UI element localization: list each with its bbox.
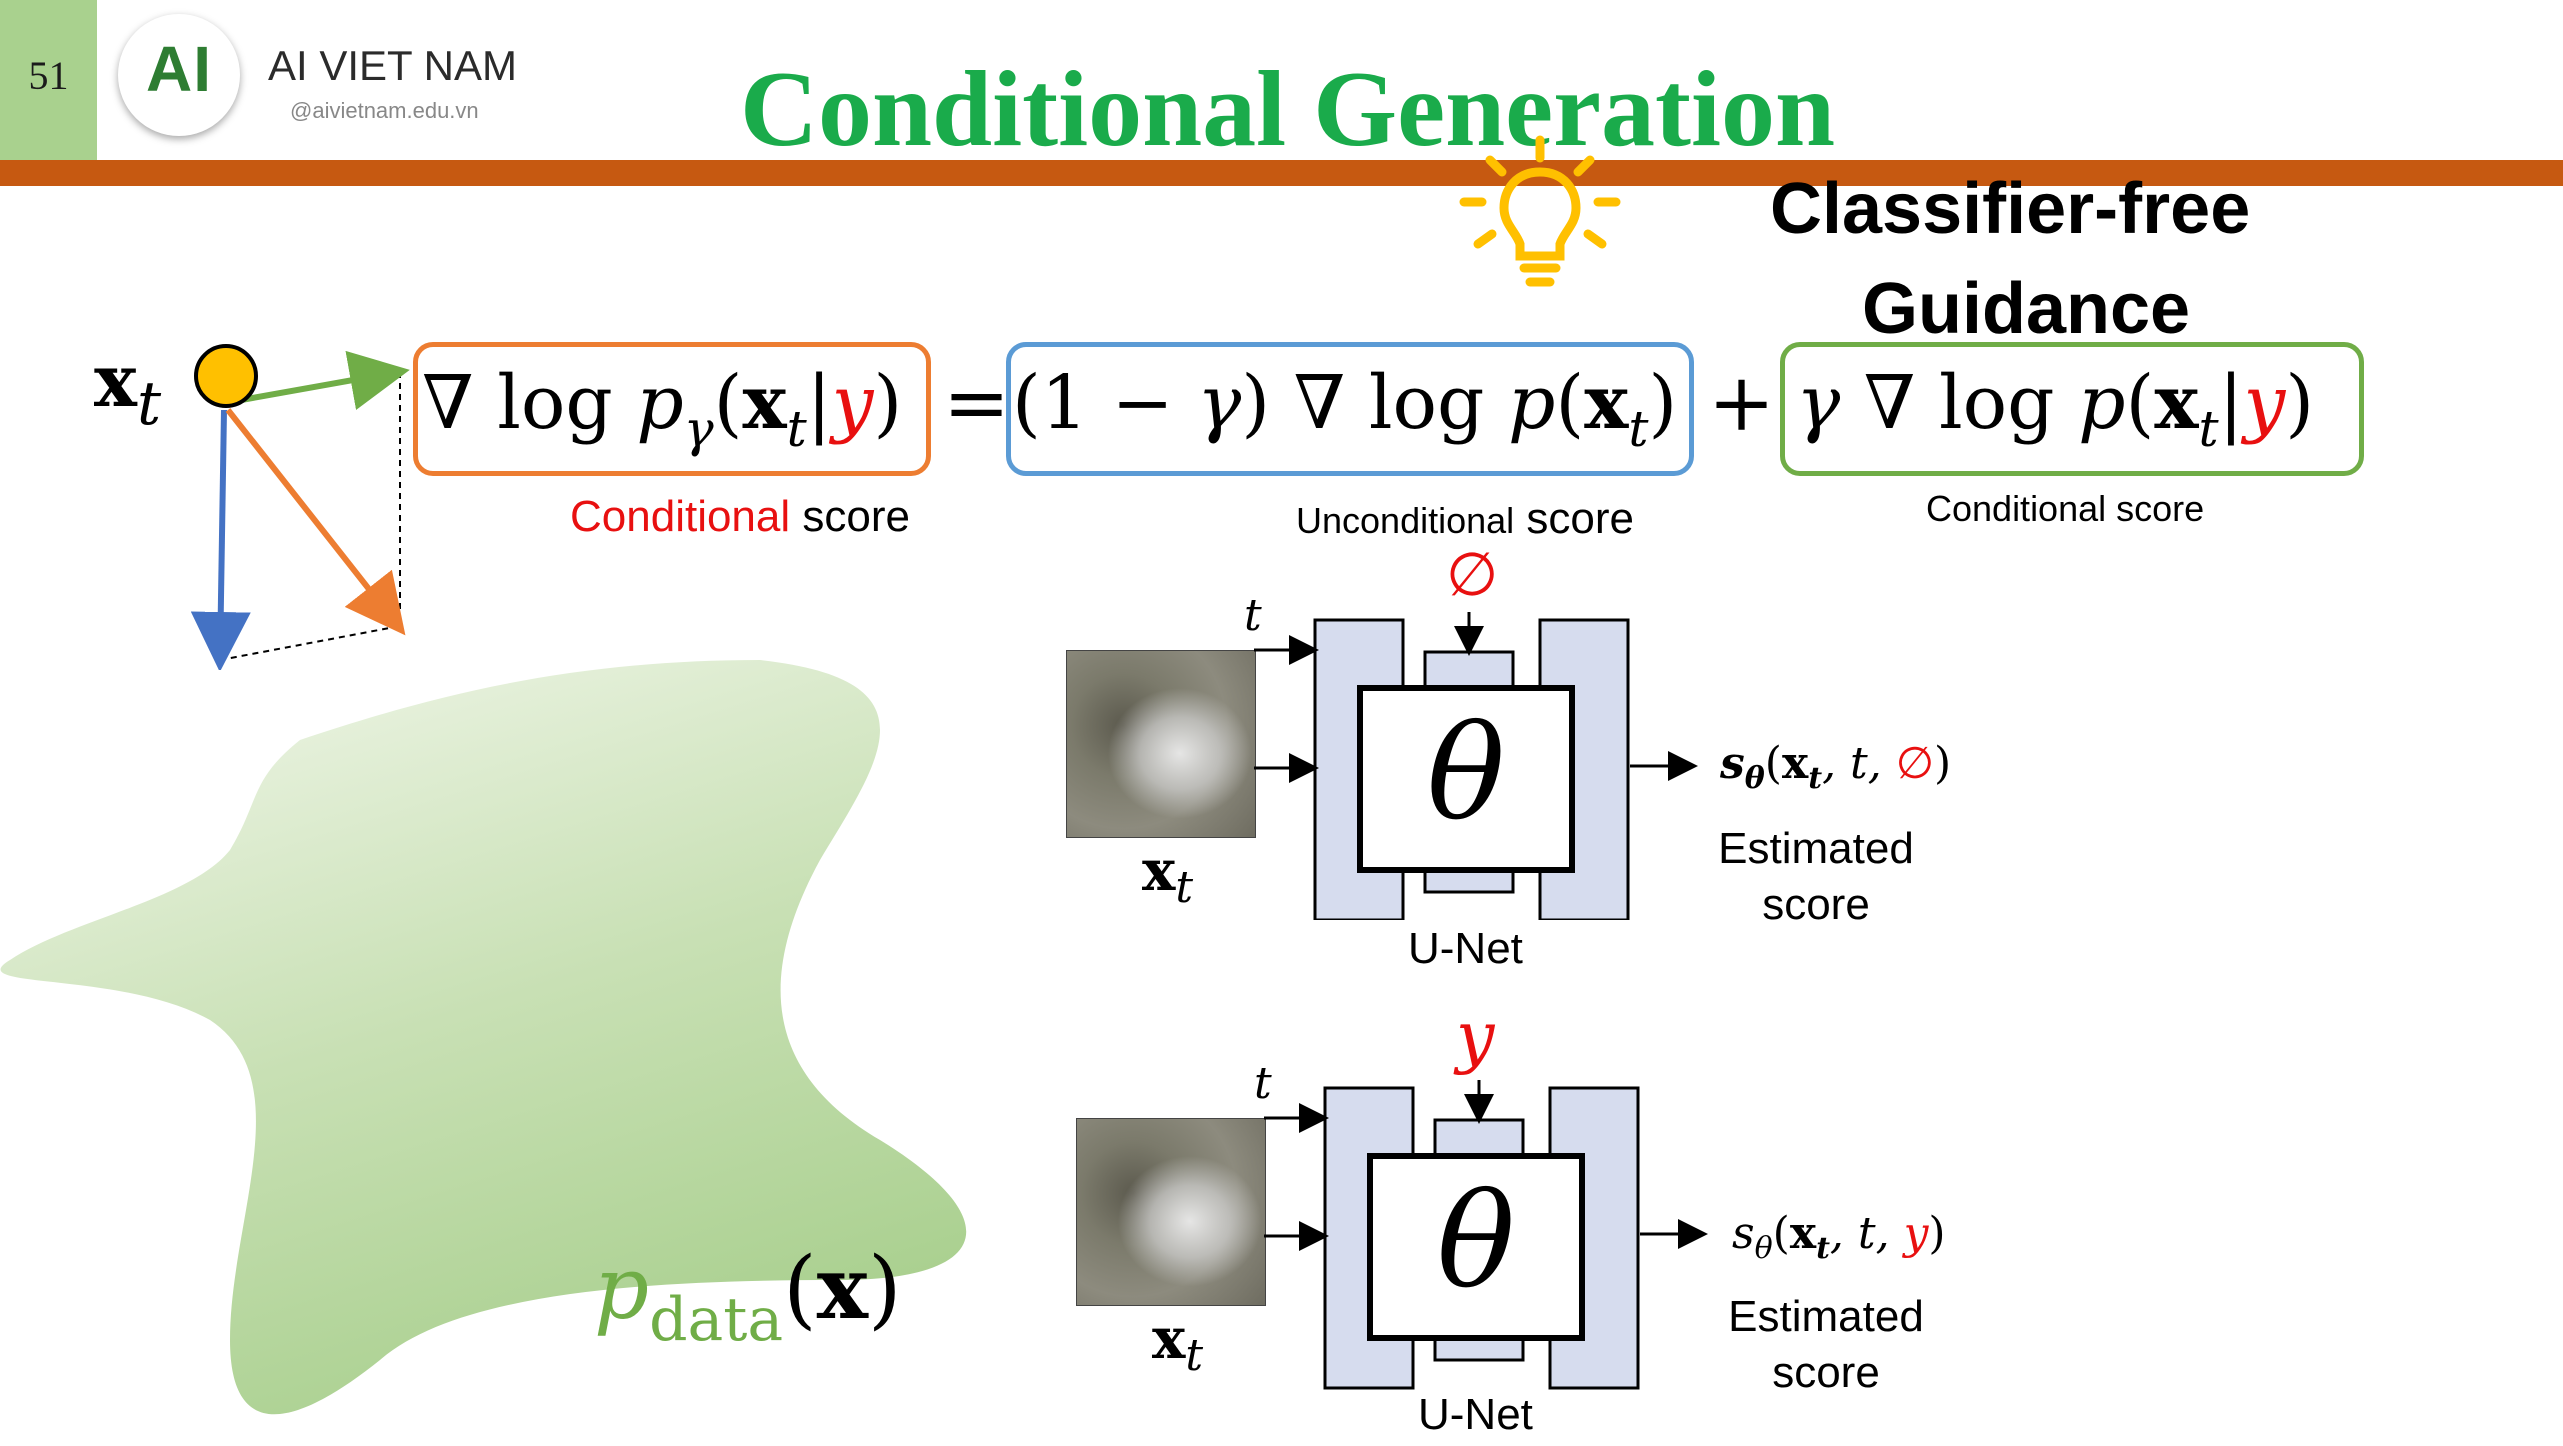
unet-top-caption-2: score — [1762, 880, 1870, 929]
unet-top-t-label: t — [1244, 590, 1262, 641]
equals-sign: = — [943, 356, 1011, 449]
unet-top-diagram — [1254, 612, 1698, 920]
noisy-image-bottom-label: xt — [1152, 1306, 1204, 1381]
unet-bottom-output: sθ(xt, t, y) — [1732, 1208, 1946, 1266]
unet-top-label: U-Net — [1408, 924, 1523, 973]
data-distribution-blob — [0, 660, 967, 1415]
unet-top-caption-1: Estimated — [1718, 824, 1914, 873]
term2: γ ∇ log p(xt|y) — [1796, 360, 2315, 458]
noisy-image-top — [1066, 650, 1256, 838]
logo-circle — [118, 14, 240, 136]
noisy-image-top-label: xt — [1142, 838, 1194, 913]
lhs-caption: Conditional score — [570, 492, 910, 541]
logo-text: AI — [146, 33, 212, 105]
unet-top-null-condition: ∅ — [1446, 540, 1499, 610]
unet-bottom-bottleneck — [1367, 1153, 1585, 1341]
unet-bottom-caption-1: Estimated — [1728, 1292, 1924, 1341]
unet-bottom-t-label: t — [1254, 1058, 1272, 1109]
lhs-box — [413, 342, 931, 476]
xt-point — [194, 344, 258, 408]
plus-sign: + — [1708, 356, 1776, 449]
conditional-vector-arrow — [229, 350, 410, 410]
noisy-image-bottom — [1076, 1118, 1266, 1306]
header-bar — [0, 160, 2563, 186]
term2-caption: Conditional score — [1926, 488, 2205, 529]
unet-bottom-diagram — [1264, 1080, 1708, 1390]
unet-top-theta: θ — [1426, 697, 1506, 849]
org-name: AI VIET NAM — [268, 42, 517, 89]
unet-top-output: sθ(xt, t, ∅) — [1720, 738, 1952, 796]
org-handle: @aivietnam.edu.vn — [290, 98, 479, 123]
lhs-term: ∇ log pγ(xt|y) — [422, 360, 903, 458]
term1-box — [1006, 342, 1694, 476]
xt-point-label: xt — [94, 338, 162, 439]
combined-vector-arrow — [225, 408, 406, 636]
slide-number: 51 — [28, 53, 69, 98]
subtitle-line-1: Classifier-free — [1770, 169, 2251, 249]
term1-caption: Unconditional score — [1296, 494, 1634, 543]
pdata-label: pdata(x) — [594, 1238, 902, 1355]
unet-top-bottleneck — [1357, 685, 1575, 873]
unet-bottom-y-condition: y — [1456, 998, 1495, 1077]
unet-bottom-caption-2: score — [1772, 1348, 1880, 1397]
subtitle-line-2: Guidance — [1862, 269, 2191, 349]
slide-number-box — [0, 0, 97, 160]
unconditional-vector-arrow — [190, 409, 251, 670]
lightbulb-icon — [1459, 135, 1621, 287]
page-title: Conditional Generation — [740, 50, 1836, 169]
score-vector-diagram — [190, 344, 410, 670]
term2-box — [1780, 342, 2364, 476]
unet-bottom-theta: θ — [1436, 1165, 1516, 1317]
unet-bottom-label: U-Net — [1418, 1390, 1533, 1439]
term1: (1 − γ) ∇ log p(xt) — [1012, 360, 1678, 458]
dashed-guide-bottom — [219, 625, 401, 661]
